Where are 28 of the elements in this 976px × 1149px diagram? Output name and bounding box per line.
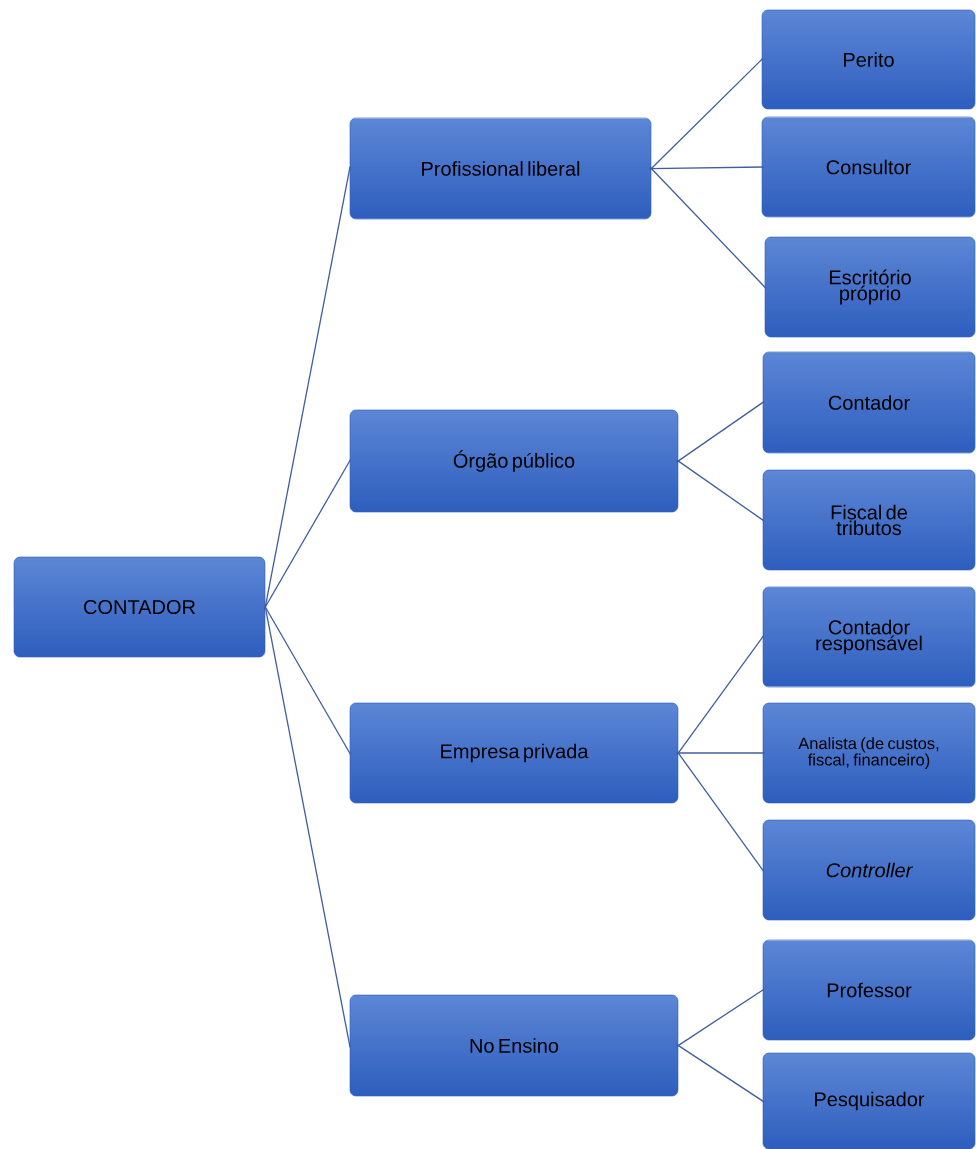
- role-box: Consultor: [761, 116, 976, 218]
- connector-line: [676, 988, 765, 1048]
- connector-line: [676, 634, 765, 756]
- role-box: No Ensino: [349, 994, 679, 1097]
- role-box: Órgão público: [349, 409, 679, 513]
- connector-line: [648, 166, 765, 170]
- role-box: Analista (de custos, fiscal, financeiro): [762, 702, 976, 804]
- connector-line: [675, 752, 766, 754]
- connector-line: [676, 400, 765, 463]
- connector-line: [263, 604, 352, 756]
- role-box: CONTADOR: [13, 556, 266, 658]
- role-box: Contador: [762, 351, 976, 454]
- role-box: Perito: [761, 9, 976, 110]
- role-box: Contador responsável: [762, 586, 976, 688]
- role-box: Empresa privada: [349, 702, 679, 804]
- connector-line: [676, 750, 765, 873]
- role-box: Pesquisador: [762, 1052, 976, 1149]
- connector-line: [263, 458, 352, 610]
- connector-line: [649, 166, 767, 290]
- connector-line: [676, 1043, 765, 1103]
- role-box: Professor: [762, 939, 976, 1041]
- role-box: Escritório próprio: [764, 236, 976, 338]
- connector-line: [264, 604, 351, 1049]
- role-box: Fiscal de tributos: [762, 469, 976, 571]
- role-box: Profissional liberal: [349, 117, 652, 220]
- connector-line: [676, 459, 765, 522]
- connector-line: [649, 57, 764, 171]
- role-box: Controller: [762, 819, 976, 921]
